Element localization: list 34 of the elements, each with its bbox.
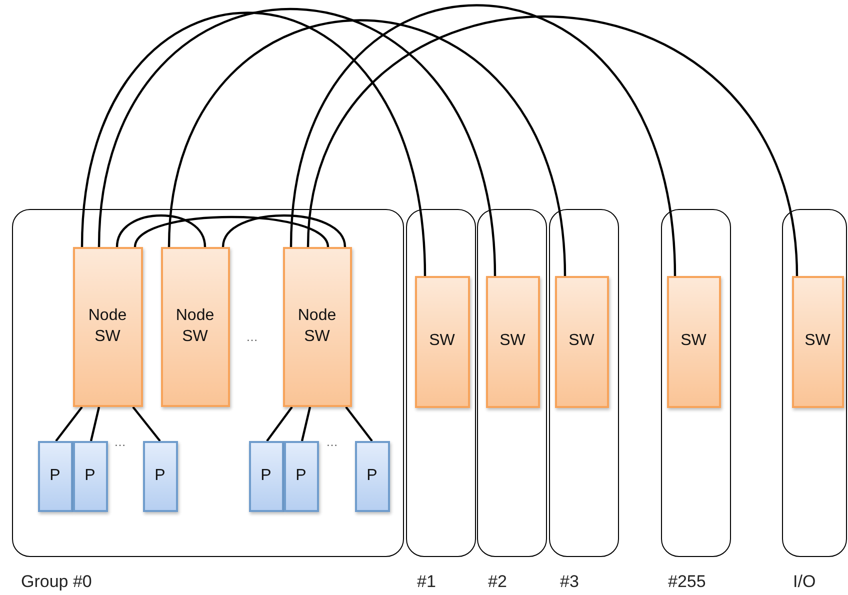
link-line [116,214,206,248]
switch-box: SW [486,276,540,408]
ellipsis-label: … [246,330,258,344]
group-label: #2 [488,572,507,592]
link-line [132,406,161,442]
group-label: #1 [417,572,436,592]
link-line [222,214,346,248]
link-line [98,8,496,276]
group-label: Group #0 [21,572,92,592]
group-label: I/O [793,572,816,592]
processor-box: P [284,440,318,512]
link-line [345,406,373,442]
link-line [134,216,330,248]
link-line [90,406,100,442]
ellipsis-label: … [326,435,338,449]
switch-box: SW [414,276,470,408]
processor-box: P [38,440,72,512]
link-line [266,406,293,442]
link-line [80,12,426,276]
processor-box: P [248,440,284,512]
switch-box: Node SW [160,246,230,406]
switch-box: Node SW [72,246,142,406]
group-label: #3 [560,572,579,592]
switch-box: SW [666,276,720,408]
processor-box: P [354,440,390,512]
processor-box: P [72,440,108,512]
switch-box: Node SW [282,246,352,406]
group-label: #255 [668,572,706,592]
link-line [300,406,312,442]
link-line [55,406,83,442]
processor-box: P [142,440,178,512]
ellipsis-label: … [114,435,126,449]
switch-box: SW [792,276,844,408]
switch-box: SW [554,276,608,408]
